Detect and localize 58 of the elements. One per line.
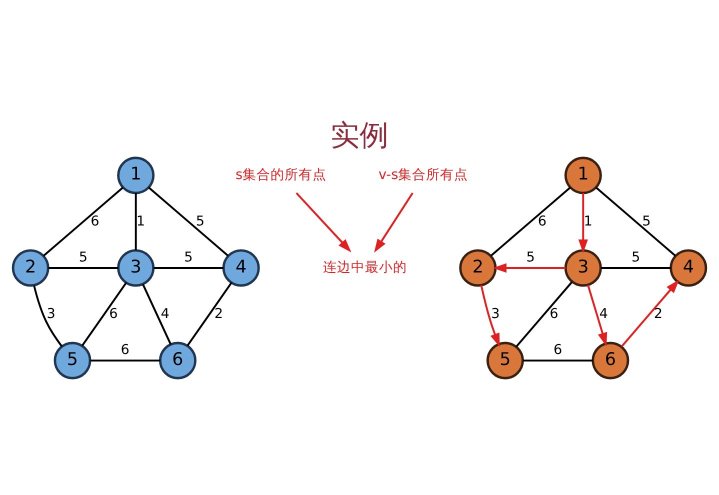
edge-label: 2 bbox=[654, 305, 663, 322]
arrow bbox=[480, 284, 500, 346]
node-circle: 1 bbox=[564, 156, 602, 194]
arrow bbox=[296, 192, 352, 252]
node-circle: 3 bbox=[564, 248, 602, 286]
connector bbox=[48, 266, 118, 268]
connector bbox=[148, 186, 229, 256]
arrow bbox=[587, 284, 608, 346]
node-circle: 1 bbox=[117, 156, 155, 194]
connector bbox=[523, 359, 593, 362]
connector bbox=[186, 282, 232, 346]
edge-label: 5 bbox=[631, 248, 640, 265]
edge-label: 3 bbox=[491, 305, 500, 322]
connector bbox=[134, 192, 137, 250]
node-circle: 4 bbox=[222, 248, 260, 286]
edge-label: 6 bbox=[538, 212, 547, 229]
node-circle: 5 bbox=[54, 341, 92, 379]
edge-label: 5 bbox=[184, 248, 193, 265]
arrow bbox=[492, 262, 566, 272]
edge-label: 6 bbox=[550, 305, 558, 322]
connector bbox=[42, 186, 124, 256]
edge-label: 1 bbox=[584, 212, 592, 229]
node-circle: 5 bbox=[486, 341, 524, 379]
connector bbox=[81, 282, 128, 346]
edge-label: 6 bbox=[90, 212, 100, 229]
node-circle: 4 bbox=[670, 248, 708, 286]
connector bbox=[516, 280, 573, 347]
node-circle: 2 bbox=[12, 248, 50, 286]
arrow bbox=[578, 192, 588, 253]
edge-label: 4 bbox=[160, 305, 170, 322]
connector bbox=[490, 186, 571, 256]
connector bbox=[601, 266, 671, 268]
node-circle: 2 bbox=[459, 248, 497, 286]
node-circle: 6 bbox=[158, 341, 196, 379]
node-circle: 6 bbox=[592, 341, 630, 379]
connector bbox=[90, 359, 160, 362]
edge-label: 2 bbox=[214, 305, 224, 322]
edge-label: 6 bbox=[109, 305, 118, 322]
diagram-title: 实例 bbox=[330, 118, 388, 152]
arrow bbox=[374, 192, 414, 252]
edge-label: 4 bbox=[599, 305, 608, 322]
edge-label: 6 bbox=[120, 341, 130, 358]
edge-label: 1 bbox=[136, 212, 146, 229]
node-text: v-s集合所有点 bbox=[378, 166, 468, 182]
connector bbox=[154, 266, 224, 268]
connector bbox=[595, 186, 676, 256]
edge-label: 3 bbox=[46, 305, 56, 322]
edge-label: 5 bbox=[526, 248, 535, 265]
node-text: s集合的所有点 bbox=[235, 166, 327, 182]
node-circle: 3 bbox=[117, 248, 155, 286]
edge-label: 5 bbox=[196, 212, 204, 229]
connector bbox=[33, 284, 63, 347]
connector bbox=[142, 283, 172, 344]
edge-label: 5 bbox=[642, 212, 651, 229]
node-text: 连边中最小的 bbox=[322, 259, 407, 276]
edge-label: 6 bbox=[553, 341, 562, 358]
edge-label: 5 bbox=[78, 248, 88, 265]
arrow bbox=[620, 279, 680, 347]
